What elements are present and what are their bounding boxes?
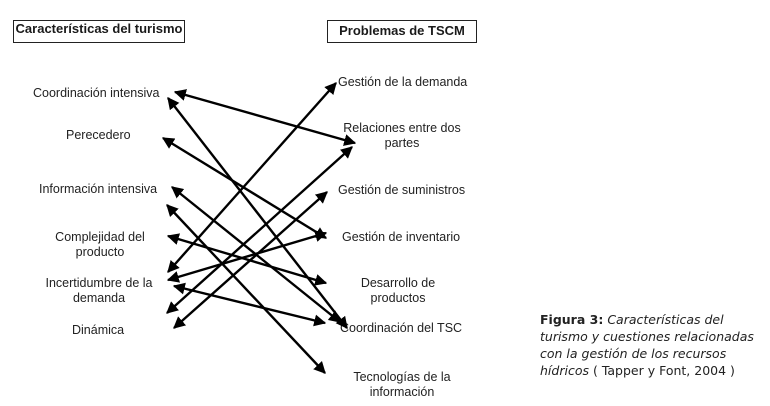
right-item-tecnologias-informacion: Tecnologías de la información [353, 370, 451, 399]
right-item-desarrollo-productos: Desarrollo de productos [360, 276, 436, 305]
arrow-complejidad-producto-to-desarrollo-productos [166, 233, 328, 286]
arrow-dinamica-to-gestion-suministros [173, 191, 328, 329]
figure-caption: Figura 3: Características del turismo y … [540, 311, 770, 379]
arrow-dinamica-to-relaciones-dos-partes [166, 146, 353, 314]
arrow-perecedero-to-gestion-inventario [161, 136, 328, 240]
right-item-gestion-demanda: Gestión de la demanda [338, 75, 468, 89]
left-item-coordinacion-intensiva: Coordinación intensiva [33, 86, 160, 100]
caption-figure-label: Figura 3: [540, 312, 604, 327]
right-item-coordinacion-tsc: Coordinación del TSC [340, 321, 463, 335]
header-tourism-characteristics: Características del turismo [13, 20, 185, 43]
left-item-complejidad-producto: Complejidad del producto [55, 230, 145, 259]
header-tscm-problems: Problemas de TSCM [327, 20, 477, 43]
left-item-incertidumbre-demanda: Incertidumbre de la demanda [45, 276, 153, 305]
right-item-relaciones-dos-partes: Relaciones entre dos partes [343, 121, 461, 150]
right-item-gestion-inventario: Gestión de inventario [342, 230, 461, 244]
right-item-gestion-suministros: Gestión de suministros [338, 183, 466, 197]
arrow-coordinacion-intensiva-to-relaciones-dos-partes [173, 89, 357, 146]
arrow-incertidumbre-demanda-to-gestion-demanda [167, 82, 337, 273]
left-item-dinamica: Dinámica [72, 323, 125, 337]
header-left-label: Características del turismo [15, 21, 183, 36]
caption-title: Características del turismo y cuestiones… [540, 312, 754, 378]
header-right-label: Problemas de TSCM [339, 23, 465, 38]
caption-citation: ( Tapper y Font, 2004 ) [592, 363, 735, 378]
left-item-informacion-intensiva: Información intensiva [39, 182, 158, 196]
left-item-perecedero: Perecedero [66, 128, 131, 142]
